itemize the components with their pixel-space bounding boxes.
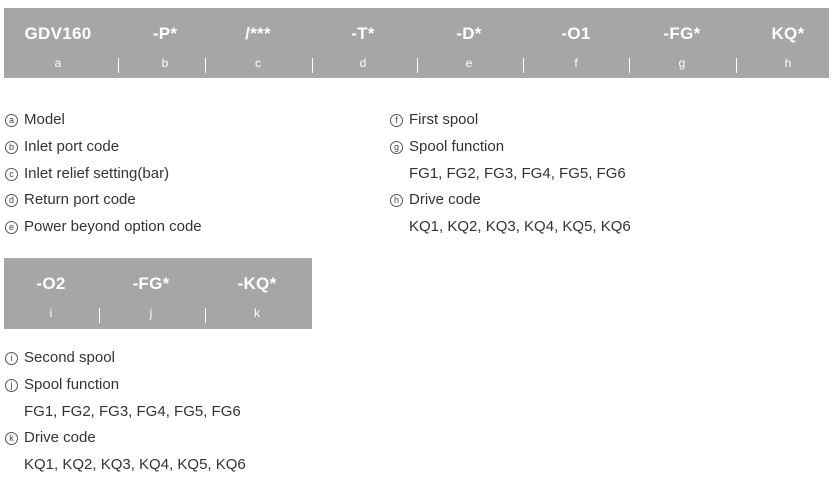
circled-letter-j-icon: j — [5, 378, 18, 392]
legend-values-h: KQ1, KQ2, KQ3, KQ4, KQ5, KQ6 — [409, 218, 631, 236]
letter-row: i j k — [4, 304, 312, 328]
circled-letter-h-icon: h — [390, 194, 403, 208]
letter-h: h — [784, 56, 792, 70]
letter-g: g — [678, 56, 686, 70]
letter-c: c — [255, 56, 261, 70]
separator — [417, 58, 418, 73]
code-return-port: -T* — [351, 24, 375, 43]
letter-e: e — [465, 56, 473, 70]
letter-b: b — [161, 56, 169, 70]
letter-f: f — [574, 56, 578, 70]
letter-a: a — [54, 56, 62, 70]
code-spool-function: -FG* — [663, 24, 701, 43]
letter-j: j — [149, 306, 153, 320]
letter-i: i — [49, 306, 53, 320]
circled-letter-g-icon: g — [390, 140, 403, 154]
code-drive: -KQ* — [237, 274, 277, 293]
letter-k: k — [254, 306, 260, 320]
second-spool-code-bar: -O2 -FG* -KQ* i j k — [4, 258, 312, 329]
circled-letter-b-icon: b — [5, 140, 18, 154]
separator — [205, 58, 206, 73]
circled-letter-d-icon: d — [5, 194, 18, 208]
separator — [99, 308, 100, 323]
circled-letter-c-icon: c — [5, 167, 18, 181]
separator — [523, 58, 524, 73]
separator — [736, 58, 737, 73]
legend-values-j: FG1, FG2, FG3, FG4, FG5, FG6 — [24, 402, 241, 420]
separator — [629, 58, 630, 73]
model-code-bar: GDV160 -P* /*** -T* -D* -O1 -FG* KQ* a b… — [4, 8, 829, 78]
circled-letter-i-icon: i — [5, 352, 18, 365]
separator — [118, 58, 119, 73]
code-row: -O2 -FG* -KQ* — [4, 258, 312, 304]
code-first-spool: -O1 — [561, 24, 591, 43]
separator — [312, 58, 313, 73]
letter-row: a b c d e f g h — [4, 54, 829, 78]
separator — [205, 308, 206, 323]
code-inlet-port: -P* — [152, 24, 178, 43]
code-row: GDV160 -P* /*** -T* -D* -O1 -FG* KQ* — [4, 8, 829, 54]
code-power-beyond: -D* — [456, 24, 482, 43]
circled-letter-a-icon: a — [5, 114, 18, 127]
circled-letter-e-icon: e — [5, 221, 18, 235]
code-relief-setting: /*** — [245, 24, 271, 43]
letter-d: d — [359, 56, 367, 70]
code-spool-function: -FG* — [132, 274, 170, 293]
circled-letter-f-icon: f — [390, 114, 403, 127]
legend-values-g: FG1, FG2, FG3, FG4, FG5, FG6 — [409, 164, 626, 182]
code-model: GDV160 — [24, 24, 92, 43]
circled-letter-k-icon: k — [5, 432, 18, 446]
legend-values-k: KQ1, KQ2, KQ3, KQ4, KQ5, KQ6 — [24, 456, 246, 474]
code-drive: KQ* — [771, 24, 805, 43]
code-second-spool: -O2 — [36, 274, 66, 293]
